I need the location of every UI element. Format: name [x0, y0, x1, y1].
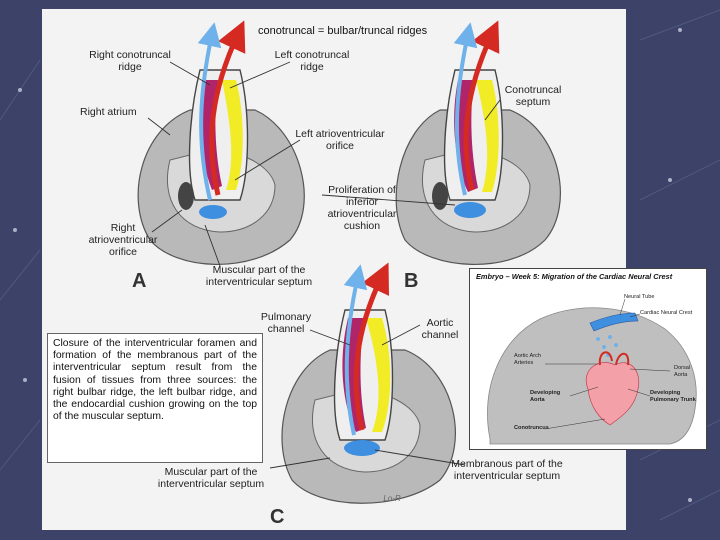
arrow-a-red — [209, 20, 246, 196]
label-right-atrium: Right atrium — [80, 106, 137, 118]
heart-diagram-b — [395, 20, 561, 265]
inset-label-conotruncus: Conotruncus — [514, 425, 549, 431]
inset-embryo-drawing — [487, 298, 697, 445]
aortic-arches — [598, 351, 630, 366]
ridge-c-yellow — [366, 318, 391, 432]
cushion-c — [344, 440, 380, 456]
inset-title: Embryo – Week 5: Migration of the Cardia… — [476, 272, 673, 281]
label-left-av-orifice: Left atrioventricular orifice — [295, 128, 385, 152]
arrow-b-red — [463, 20, 500, 191]
label-left-conotruncal-ridge: Left conotruncal ridge — [274, 49, 350, 73]
label-aortic-channel: Aortic channel — [421, 317, 459, 341]
av-opening-b — [432, 182, 448, 210]
cushion-b — [454, 202, 486, 218]
inset-label-cardiac-neural-crest: Cardiac Neural Crest — [640, 310, 693, 316]
ridge-b-yellow — [476, 80, 499, 192]
panel-label-b: B — [404, 270, 419, 292]
arrow-c-red — [353, 262, 390, 431]
inset-label-developing-aorta: Developing Aorta — [530, 390, 561, 403]
label-right-av-orifice: Right atrioventricular orifice — [88, 222, 158, 258]
neural-tube — [589, 312, 639, 332]
inset-label-neural-tube: Neural Tube — [624, 294, 655, 300]
inset-label-aortic-arch-arteries: Aortic Arch Arteries — [514, 353, 542, 366]
label-muscular-part-c: Muscular part of the interventricular se… — [157, 466, 265, 490]
label-right-conotruncal-ridge: Right conotruncal ridge — [89, 49, 171, 73]
inset-neural-crest: Embryo – Week 5: Migration of the Cardia… — [469, 268, 707, 450]
arrow-c-blue — [343, 264, 368, 436]
ridge-a-yellow — [222, 80, 243, 190]
panel-label-c: C — [270, 506, 285, 528]
developing-heart — [585, 362, 640, 426]
panel-label-a: A — [132, 270, 147, 292]
diagram-title: conotruncal = bulbar/truncal ridges — [258, 25, 428, 37]
caption-box: Closure of the interventricular foramen … — [47, 333, 263, 463]
artist-signature: Lo-R — [383, 494, 401, 503]
label-conotruncal-septum: Conotruncal septum — [504, 84, 562, 108]
arrow-a-blue — [197, 22, 222, 201]
inset-label-developing-pulmonary-trunk: Developing Pulmonary Trunk — [650, 390, 696, 403]
leader-lines — [147, 61, 501, 469]
inset-label-dorsal-aorta: Dorsal Aorta — [674, 365, 691, 378]
label-pulmonary-channel: Pulmonary channel — [260, 311, 312, 335]
label-muscular-part-a: Muscular part of the interventricular se… — [205, 264, 313, 288]
label-membranous-part: Membranous part of the interventricular … — [451, 458, 563, 482]
heart-diagram-c — [281, 262, 456, 504]
neural-crest-dots — [596, 335, 618, 357]
label-proliferation: Proliferation of inferior atrioventricul… — [327, 184, 397, 232]
heart-diagram-a — [137, 20, 305, 265]
av-opening-a — [178, 182, 194, 210]
cushion-a — [199, 205, 227, 219]
inset-leader-lines — [544, 298, 671, 430]
arrow-b-blue — [453, 22, 478, 196]
